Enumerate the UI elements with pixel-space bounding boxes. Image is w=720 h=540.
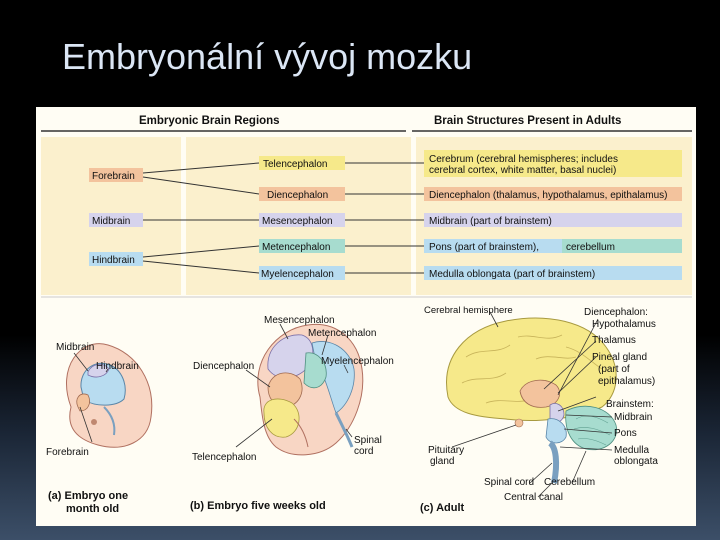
panel-c-cerebellum-label: Cerebellum bbox=[544, 477, 595, 488]
panel-c-midbrain-label: Midbrain bbox=[614, 412, 652, 423]
panel-b-diencephalon-label: Diencephalon bbox=[193, 361, 254, 372]
panel-c-pineal-label-line1: Pineal gland bbox=[592, 352, 647, 363]
panel-a-forebrain-label: Forebrain bbox=[46, 447, 89, 458]
panel-a-hindbrain-label: Hindbrain bbox=[96, 361, 139, 372]
panel-c-central-canal-label: Central canal bbox=[504, 492, 563, 503]
panel-b-caption: (b) Embryo five weeks old bbox=[190, 500, 326, 512]
adult-brain-drawing bbox=[446, 317, 617, 484]
metencephalon-box bbox=[259, 239, 345, 253]
right-header: Brain Structures Present in Adults bbox=[434, 115, 621, 127]
panel-c-cerebral-hemisphere-label: Cerebral hemisphere bbox=[424, 305, 513, 316]
panel-b-spinal-label-line2: cord bbox=[354, 446, 373, 457]
panel-b-telencephalon-label: Telencephalon bbox=[192, 452, 257, 463]
panel-c-medulla-label-line1: Medulla bbox=[614, 445, 649, 456]
forebrain-label: Forebrain bbox=[92, 171, 135, 182]
mesencephalon-box bbox=[259, 213, 345, 227]
myelencephalon-label: Myelencephalon bbox=[261, 269, 334, 280]
panel-b-spinal-label-line1: Spinal bbox=[354, 435, 382, 446]
diencephalon-label: Diencephalon bbox=[267, 190, 328, 201]
embryo-five-weeks-drawing bbox=[257, 323, 364, 456]
panel-c-brainstem-label: Brainstem: bbox=[606, 399, 654, 410]
panel-c-pineal-label-line3: epithalamus) bbox=[598, 376, 655, 387]
metencephalon-label: Metencephalon bbox=[262, 242, 330, 253]
forebrain-box bbox=[89, 168, 143, 182]
myelencephalon-box bbox=[259, 266, 345, 280]
hindbrain-box bbox=[89, 252, 143, 266]
panel-a-midbrain-label: Midbrain bbox=[56, 342, 94, 353]
adult-diencephalon-box bbox=[424, 187, 682, 201]
cerebrum-box bbox=[424, 150, 682, 177]
telencephalon-box bbox=[259, 156, 345, 170]
pons-box bbox=[424, 239, 562, 253]
midbrain-label: Midbrain bbox=[92, 216, 130, 227]
panel-b-mesencephalon-label: Mesencephalon bbox=[264, 315, 335, 326]
panel-c-spinal-cord-label: Spinal cord bbox=[484, 477, 534, 488]
brain-development-figure: Embryonic Brain Regions Brain Structures… bbox=[36, 107, 696, 526]
pons-label: Pons (part of brainstem), bbox=[429, 242, 539, 253]
panel-c-diencephalon-label: Diencephalon: bbox=[584, 307, 648, 318]
embryo-one-month-drawing bbox=[66, 343, 153, 448]
panel-a-caption-line2: month old bbox=[66, 503, 119, 515]
adult-midbrain-box bbox=[424, 213, 682, 227]
panel-c-caption: (c) Adult bbox=[420, 502, 465, 514]
diencephalon-box bbox=[259, 187, 345, 201]
medulla-label: Medulla oblongata (part of brainstem) bbox=[429, 269, 595, 280]
cerebrum-label-line1: Cerebrum (cerebral hemispheres; includes bbox=[429, 154, 618, 165]
panel-c-pituitary-label-line2: gland bbox=[430, 456, 454, 467]
panel-c-pituitary-label-line1: Pituitary bbox=[428, 445, 464, 456]
hindbrain-label: Hindbrain bbox=[92, 255, 135, 266]
adult-diencephalon-label: Diencephalon (thalamus, hypothalamus, ep… bbox=[429, 190, 667, 201]
panel-c-pons-label: Pons bbox=[614, 428, 637, 439]
medulla-box bbox=[424, 266, 682, 280]
panel-c-hypothalamus-label: Hypothalamus bbox=[592, 319, 656, 330]
adult-midbrain-label: Midbrain (part of brainstem) bbox=[429, 216, 552, 227]
panel-c-pineal-label-line2: (part of bbox=[598, 364, 630, 375]
cerebellum-label: cerebellum bbox=[566, 242, 615, 253]
cerebellum-box bbox=[562, 239, 682, 253]
panel-b-myelencephalon-label: Myelencephalon bbox=[321, 356, 394, 367]
panel-a-caption-line1: (a) Embryo one bbox=[48, 490, 128, 502]
panel-c-medulla-label-line2: oblongata bbox=[614, 456, 658, 467]
panel-b-metencephalon-label: Metencephalon bbox=[308, 328, 376, 339]
slide-title: Embryonální vývoj mozku bbox=[62, 36, 473, 77]
cerebrum-label-line2: cerebral cortex, white matter, basal nuc… bbox=[429, 165, 616, 176]
left-header: Embryonic Brain Regions bbox=[139, 115, 280, 127]
midbrain-box bbox=[89, 213, 143, 227]
panel-c-thalamus-label: Thalamus bbox=[592, 335, 636, 346]
mesencephalon-label: Mesencephalon bbox=[262, 216, 333, 227]
telencephalon-label: Telencephalon bbox=[263, 159, 328, 170]
